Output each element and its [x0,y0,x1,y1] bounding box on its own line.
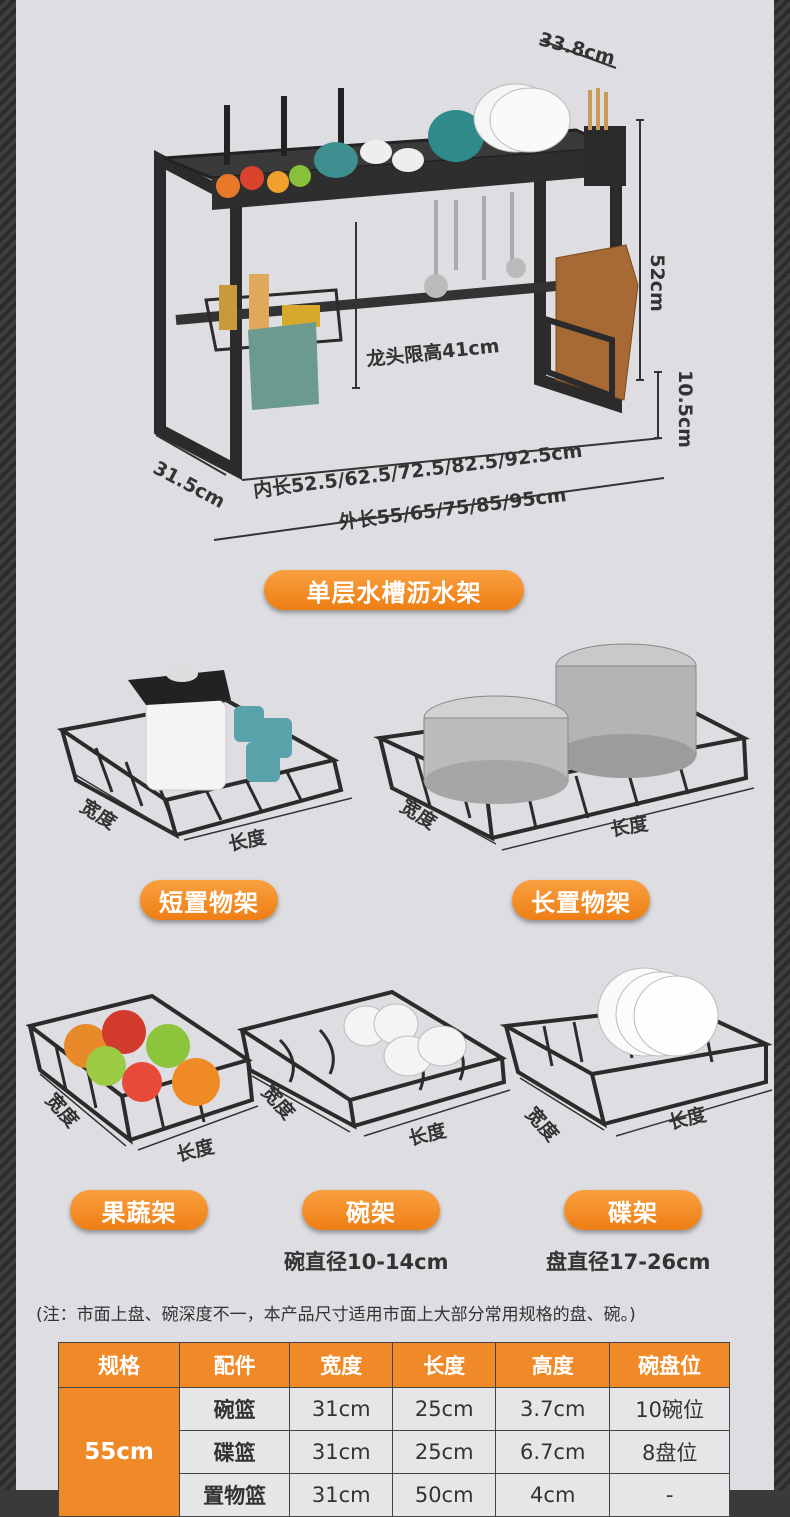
table-cell: 31cm [289,1473,394,1517]
table-cell: 50cm [392,1473,497,1517]
table-cell: 4cm [495,1473,611,1517]
table-cell: 8盘位 [609,1430,730,1474]
fruit-rack-illustration [25,993,259,1151]
content-panel: 33.8cm 52cm 龙头限高41cm 10.5cm 31.5cm 内长52.… [16,0,774,1517]
long-rack-pill: 长置物架 [512,880,650,920]
plate-rack-pill: 碟架 [564,1190,702,1230]
table-cell: 31cm [289,1387,394,1431]
table-cell: 10碗位 [609,1387,730,1431]
long-rack-illustration [373,643,755,851]
main-rack-illustration [154,39,665,541]
table-cell: - [609,1473,730,1517]
table-cell: 6.7cm [495,1430,611,1474]
dim-height-total: 52cm [645,254,668,312]
spec-table: 规格 配件 宽度 长度 高度 碗盘位 55cm 碗篮 31cm 25cm 3.7… [57,1342,730,1517]
table-cell: 3.7cm [495,1387,611,1431]
table-cell: 25cm [392,1430,497,1474]
dim-height-bottom: 10.5cm [673,370,696,448]
table-cell: 置物篮 [179,1473,291,1517]
header-length: 长度 [392,1342,497,1388]
header-width: 宽度 [289,1342,394,1388]
header-slots: 碗盘位 [609,1342,730,1388]
bowl-rack-illustration [237,989,511,1137]
bowl-diameter-spec: 碗直径10-14cm [284,1250,449,1274]
fruit-rack-pill: 果蔬架 [70,1190,208,1230]
header-part: 配件 [179,1342,291,1388]
right-frame-border [774,0,790,1490]
left-frame-border [0,0,16,1490]
plate-diameter-spec: 盘直径17-26cm [546,1250,711,1274]
short-rack-pill: 短置物架 [140,880,278,920]
size-note: (注：市面上盘、碗深度不一，本产品尺寸适用市面上大部分常用规格的盘、碗。) [36,1305,636,1325]
spec-table-header-row: 规格 配件 宽度 长度 高度 碗盘位 [57,1342,730,1388]
size-cell: 55cm [57,1387,181,1517]
header-spec: 规格 [57,1342,181,1388]
table-cell: 碗篮 [179,1387,291,1431]
bowl-rack-pill: 碗架 [302,1190,440,1230]
header-height: 高度 [495,1342,611,1388]
table-cell: 25cm [392,1387,497,1431]
plate-rack-illustration [499,967,773,1137]
table-cell: 碟篮 [179,1430,291,1474]
short-rack-illustration [56,666,353,841]
table-cell: 31cm [289,1430,394,1474]
table-row: 55cm 碗篮 31cm 25cm 3.7cm 10碗位 [57,1387,730,1517]
main-title-pill: 单层水槽沥水架 [264,570,524,610]
table-row: 碟篮 31cm 25cm 6.7cm 8盘位 [59,1430,730,1474]
